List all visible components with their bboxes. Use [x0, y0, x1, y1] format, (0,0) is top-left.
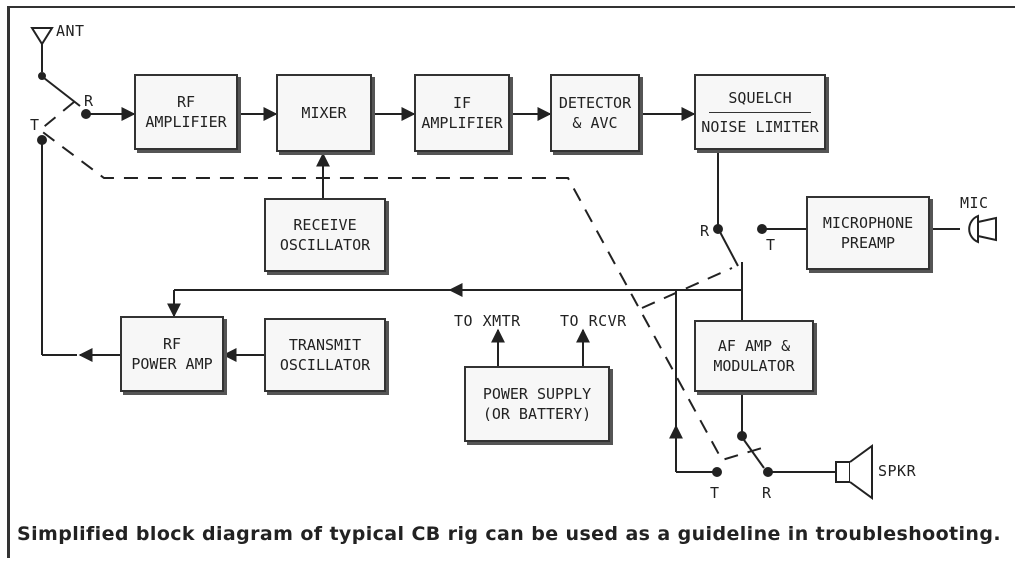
contact-r-label-antenna: R — [84, 92, 94, 110]
microphone-label: MIC — [960, 194, 989, 212]
rf-power-amp-block: RF POWER AMP — [120, 316, 224, 392]
transmit-osc-line-2: OSCILLATOR — [279, 356, 371, 374]
af-amp-line-1: AF AMP & — [717, 337, 791, 355]
antenna-label: ANT — [56, 22, 85, 40]
rf-amplifier-line-1: RF — [176, 93, 196, 111]
mic-preamp-line-2: PREAMP — [840, 234, 896, 252]
rf-power-amp-line-1: RF — [162, 335, 182, 353]
power-supply-block: POWER SUPPLY (OR BATTERY) — [464, 366, 610, 442]
squelch-line-1: SQUELCH — [728, 88, 792, 107]
af-amp-modulator-block: AF AMP & MODULATOR — [694, 320, 814, 392]
contact-r-label-audio-out: R — [762, 484, 772, 502]
speaker-icon — [835, 461, 851, 483]
figure-frame — [7, 6, 1015, 558]
detector-block: DETECTOR & AVC — [550, 74, 640, 152]
transmit-oscillator-block: TRANSMIT OSCILLATOR — [264, 318, 386, 392]
power-supply-line-1: POWER SUPPLY — [482, 385, 592, 403]
contact-t-label-audio-in: T — [766, 236, 776, 254]
microphone-preamp-block: MICROPHONE PREAMP — [806, 196, 930, 270]
contact-t-label-audio-out: T — [710, 484, 720, 502]
detector-line-1: DETECTOR — [558, 94, 632, 112]
receive-oscillator-block: RECEIVE OSCILLATOR — [264, 198, 386, 272]
if-amplifier-block: IF AMPLIFIER — [414, 74, 510, 152]
squelch-divider — [708, 111, 812, 113]
rf-power-amp-line-2: POWER AMP — [131, 355, 213, 373]
contact-t-label-antenna: T — [30, 116, 40, 134]
antenna-icon — [30, 27, 54, 46]
speaker-label: SPKR — [878, 462, 917, 480]
squelch-line-2: NOISE LIMITER — [701, 117, 819, 136]
mic-preamp-line-1: MICROPHONE — [822, 214, 914, 232]
detector-line-2: & AVC — [572, 114, 618, 132]
if-amplifier-line-2: AMPLIFIER — [421, 114, 503, 132]
to-rcvr-label: TO RCVR — [560, 312, 627, 330]
mixer-line-1: MIXER — [301, 104, 347, 122]
if-amplifier-line-1: IF — [452, 94, 472, 112]
figure-caption: Simplified block diagram of typical CB r… — [17, 523, 1001, 545]
rf-amplifier-line-2: AMPLIFIER — [145, 113, 227, 131]
squelch-noise-limiter-block: SQUELCH NOISE LIMITER — [694, 74, 826, 150]
to-xmtr-label: TO XMTR — [454, 312, 521, 330]
transmit-osc-line-1: TRANSMIT — [288, 336, 362, 354]
af-amp-line-2: MODULATOR — [713, 357, 795, 375]
receive-osc-line-1: RECEIVE — [293, 216, 357, 234]
rf-amplifier-block: RF AMPLIFIER — [134, 74, 238, 150]
contact-r-label-audio-in: R — [700, 222, 710, 240]
power-supply-line-2: (OR BATTERY) — [482, 405, 592, 423]
microphone-icon — [968, 214, 997, 244]
receive-osc-line-2: OSCILLATOR — [279, 236, 371, 254]
mixer-block: MIXER — [276, 74, 372, 152]
